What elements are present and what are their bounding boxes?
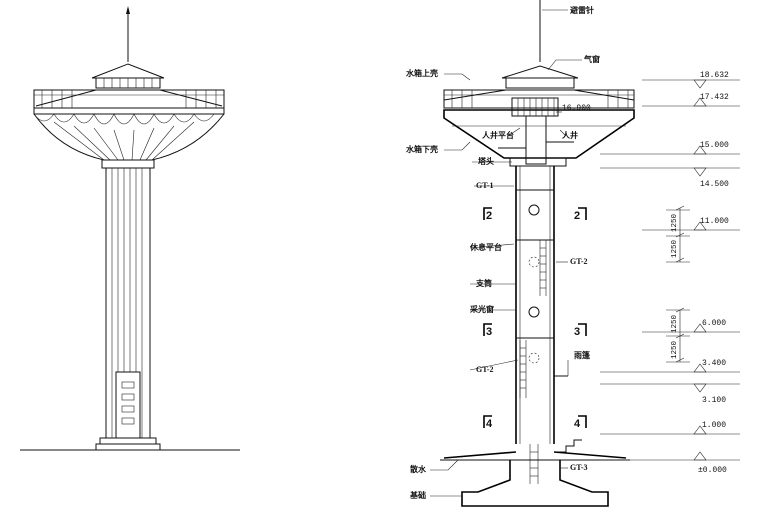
section-mark-3-right-label: 3 xyxy=(574,326,580,338)
section-view: 2 2 3 3 4 4 xyxy=(405,0,635,507)
elev-marker-18632 xyxy=(693,79,707,89)
section-opening-4 xyxy=(528,352,540,364)
dim-1250-c: 1250 xyxy=(671,314,679,333)
elevation-collar xyxy=(101,159,155,169)
elev-marker-1000 xyxy=(693,425,707,435)
section-labels: 避雷针 气窗 水箱上壳 人井平台 人井 水箱下壳 塔头 GT-1 休息平台 GT… xyxy=(405,5,600,500)
elev-15000: 15.000 xyxy=(700,141,729,150)
elev-16900: 16.900 xyxy=(562,104,591,113)
elevation-door-panels xyxy=(121,381,135,425)
section-mark-2-right xyxy=(578,207,587,220)
elevation-vent-louvers xyxy=(103,78,153,88)
elev-6000: 6.000 xyxy=(702,319,726,328)
elevation-railing-bars xyxy=(34,90,224,108)
section-mark-3-right xyxy=(578,323,587,336)
elev-marker-17432 xyxy=(693,97,707,107)
elevation-tank-ring xyxy=(33,107,225,115)
elevation-tank-arches xyxy=(33,113,215,161)
label-tower-head: 塔头 xyxy=(478,156,494,166)
elevation-view xyxy=(20,6,240,451)
elev-marker-3100 xyxy=(693,383,707,393)
dimension-chains: 1250 1250 1250 1250 xyxy=(666,205,690,363)
section-mark-4-right-label: 4 xyxy=(574,418,581,430)
label-vent-window: 气窗 xyxy=(583,54,600,64)
elevation-vent-roof xyxy=(91,63,165,79)
label-skylight: 采光窗 xyxy=(469,304,494,314)
label-drainage: 散水 xyxy=(410,464,427,474)
label-gt2-left: GT-2 xyxy=(476,365,494,374)
dim-1250-a: 1250 xyxy=(671,213,679,232)
elev-14500: 14.500 xyxy=(700,180,729,189)
section-manhole-shaft xyxy=(525,115,547,165)
section-mark-4-left-label: 4 xyxy=(486,418,493,430)
section-ladder-upper xyxy=(539,240,547,296)
elevation-door xyxy=(115,371,141,439)
label-manhole-platform: 人井平台 xyxy=(482,130,514,140)
section-vent-roof xyxy=(501,65,579,79)
section-mark-3-left-label: 3 xyxy=(486,326,492,338)
section-railing xyxy=(443,89,635,109)
label-foundation: 基础 xyxy=(409,490,426,500)
label-rest-platform: 休息平台 xyxy=(469,242,502,252)
dim-1250-d: 1250 xyxy=(671,340,679,359)
section-entry-steps xyxy=(556,439,582,453)
section-mark-3-left xyxy=(483,323,492,336)
section-opening-2 xyxy=(528,256,540,268)
section-opening-1 xyxy=(528,204,540,216)
elevation-tank-bowl xyxy=(33,113,225,161)
section-opening-3 xyxy=(528,306,540,318)
section-marks: 2 2 3 3 4 4 xyxy=(483,207,587,430)
elev-marker-0000 xyxy=(693,451,707,461)
section-mark-2-left-label: 2 xyxy=(486,210,492,222)
label-gt3: GT-3 xyxy=(570,463,588,472)
section-mark-2-right-label: 2 xyxy=(574,210,580,222)
elevation-base-step-1 xyxy=(99,437,157,445)
elev-0000: ±0.000 xyxy=(698,466,727,475)
elev-3400: 3.400 xyxy=(702,359,726,368)
section-vent-grille xyxy=(511,97,559,117)
elevation-roof-slope xyxy=(35,89,223,107)
elev-marker-3400 xyxy=(693,363,707,373)
label-tank-lower-ring: 水箱下壳 xyxy=(405,144,438,154)
label-gt2-right: GT-2 xyxy=(570,257,588,266)
label-manhole: 人井 xyxy=(562,130,578,140)
section-mark-2-left xyxy=(483,207,492,220)
elev-marker-11000 xyxy=(693,221,707,231)
elev-1000: 1.000 xyxy=(702,421,726,430)
section-mark-4-right xyxy=(578,415,587,428)
section-ladder-lower xyxy=(519,340,527,398)
leader-lines xyxy=(430,9,582,497)
dim-1250-b: 1250 xyxy=(671,239,679,258)
elev-18632: 18.632 xyxy=(700,71,729,80)
label-canopy: 雨篷 xyxy=(574,350,591,360)
label-support-tube: 支筒 xyxy=(475,278,492,288)
section-roof-line xyxy=(443,89,635,101)
elev-11000: 11.000 xyxy=(700,217,729,226)
section-vent-box xyxy=(505,77,575,89)
section-drainage-slab xyxy=(443,451,627,459)
elev-marker-14500 xyxy=(693,167,707,177)
label-gt1: GT-1 xyxy=(476,181,494,190)
section-tower-head xyxy=(509,157,567,167)
elev-17432: 17.432 xyxy=(700,93,729,102)
elev-3100: 3.100 xyxy=(702,396,726,405)
elevation-markers: 18.632 17.432 16.900 15.000 14.500 11.00… xyxy=(556,71,740,475)
elevation-base-step-2 xyxy=(95,443,161,451)
section-tank-body xyxy=(443,109,635,159)
rod-tip-icon xyxy=(126,6,130,14)
section-mark-4-left xyxy=(483,415,492,428)
elev-marker-15000 xyxy=(693,145,707,155)
label-lightning-rod: 避雷针 xyxy=(570,5,594,15)
elev-marker-6000 xyxy=(693,323,707,333)
section-vent-grille-bars xyxy=(517,98,555,116)
section-railing-bars xyxy=(444,90,634,108)
label-tank-upper-ring: 水箱上壳 xyxy=(405,68,438,78)
section-foundation xyxy=(461,460,609,507)
section-bottom-ladder xyxy=(529,444,539,484)
